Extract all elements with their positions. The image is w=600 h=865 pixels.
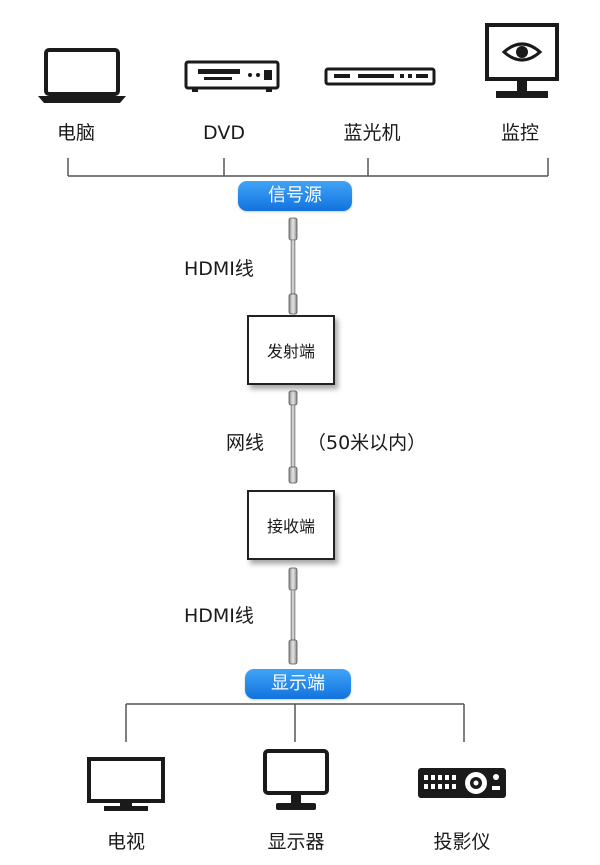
- transmitter-label: 发射端: [266, 342, 315, 361]
- surveillance-monitor-icon: [485, 23, 559, 98]
- dvd-player-icon: [184, 60, 280, 92]
- transmitter-box: 发射端: [247, 315, 335, 385]
- output-label-tv: 电视: [106, 831, 145, 853]
- receiver-label: 接收端: [266, 517, 315, 536]
- source-label-bluray: 蓝光机: [343, 122, 401, 144]
- source-label-computer: 电脑: [56, 122, 95, 144]
- hdmi-cable-top: [288, 217, 298, 315]
- source-label-dvd: DVD: [203, 122, 245, 144]
- network-cable-label: 网线: [226, 432, 265, 454]
- receiver-box: 接收端: [247, 490, 335, 560]
- signal-source-badge: 信号源: [238, 181, 352, 211]
- output-label-projector: 投影仪: [433, 831, 491, 853]
- display-end-badge: 显示端: [245, 669, 351, 699]
- hdmi-cable-label-bottom: HDMI线: [184, 605, 254, 627]
- network-range-label: （50米以内）: [307, 432, 427, 454]
- desktop-monitor-icon: [263, 749, 329, 810]
- projector-icon: [418, 768, 506, 798]
- source-label-surveillance: 监控: [500, 122, 539, 144]
- output-label-monitor: 显示器: [267, 831, 325, 853]
- tv-icon: [87, 757, 165, 811]
- hdmi-cable-bottom: [288, 567, 298, 665]
- bluray-player-icon: [324, 67, 436, 86]
- hdmi-cable-label-top: HDMI线: [184, 258, 254, 280]
- laptop-icon: [38, 48, 126, 103]
- network-cable: [288, 390, 298, 484]
